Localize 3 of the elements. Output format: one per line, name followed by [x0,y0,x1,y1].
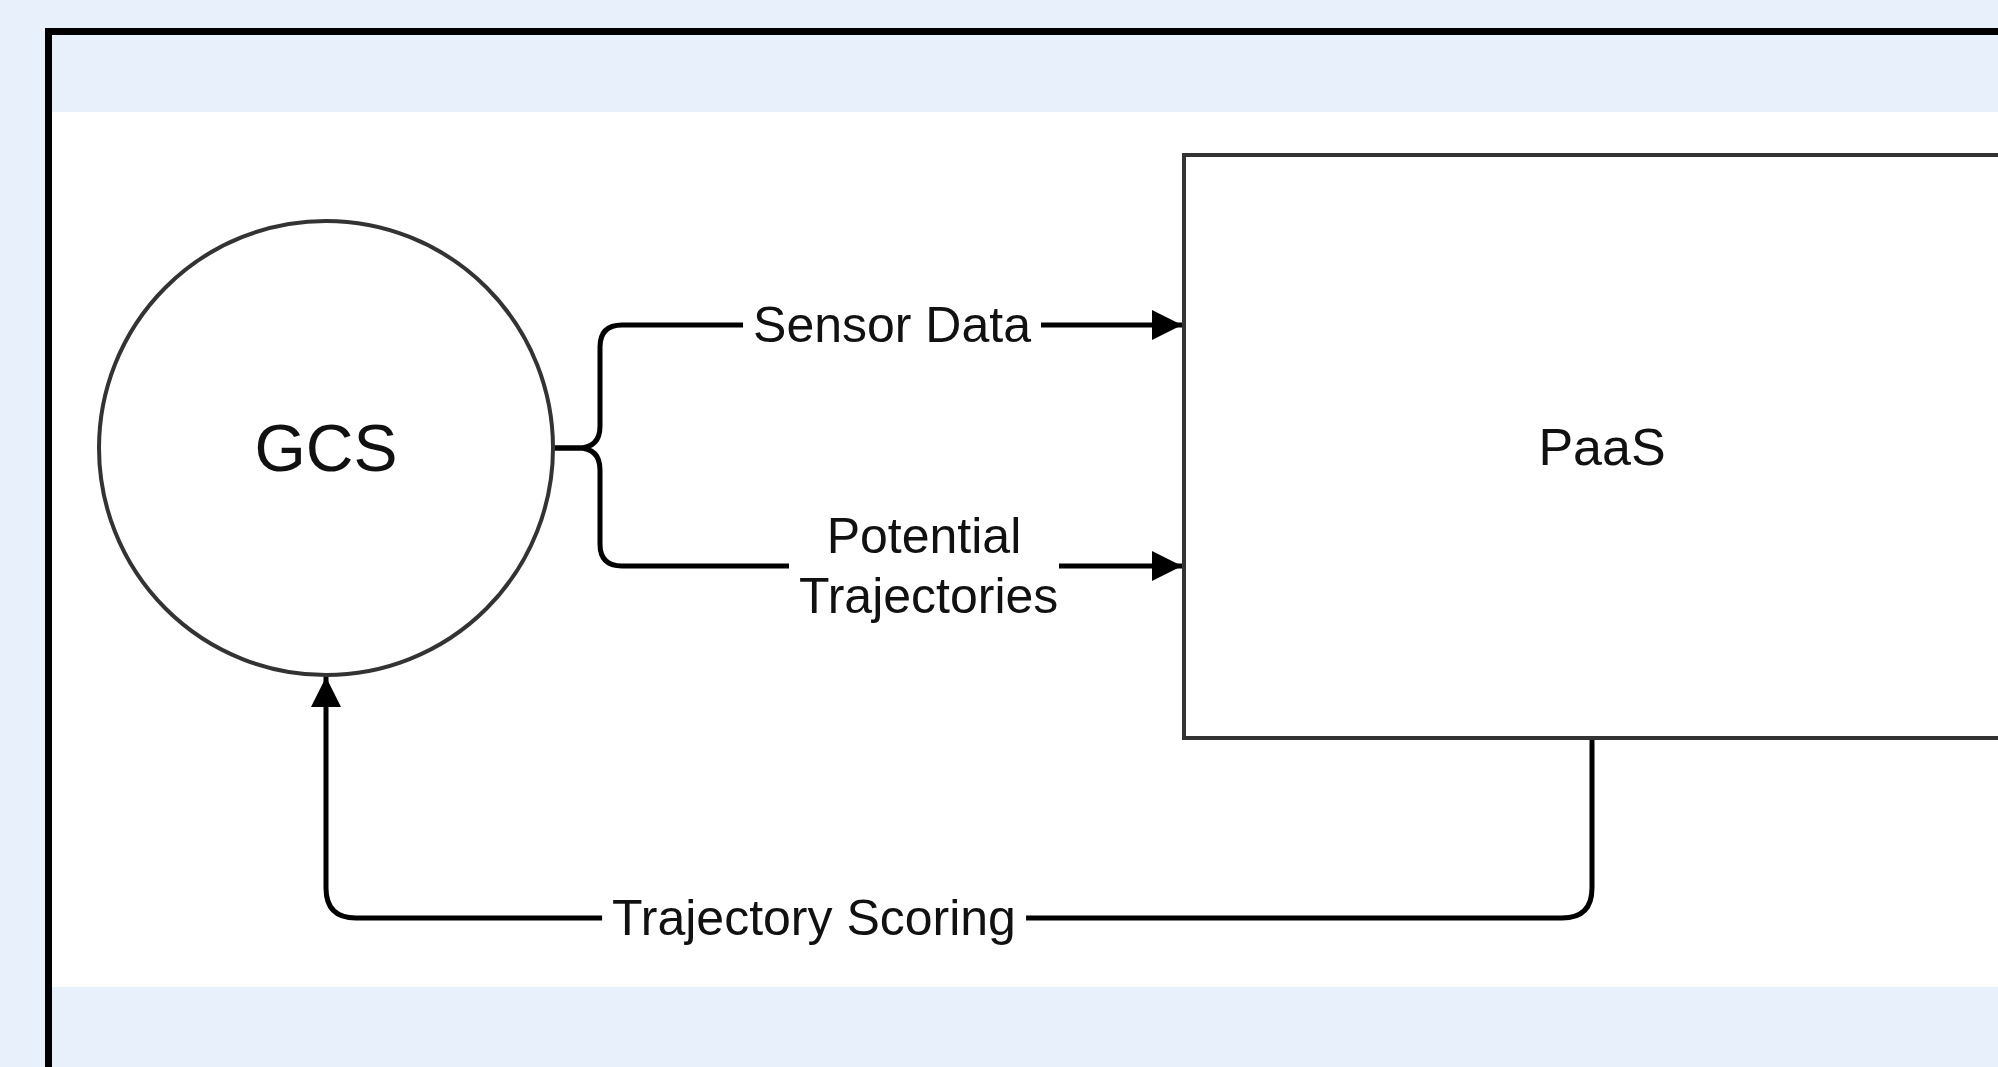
node-label: PaaS [1538,416,1666,477]
node-label: GCS [254,410,398,486]
process-box [1182,153,1998,740]
